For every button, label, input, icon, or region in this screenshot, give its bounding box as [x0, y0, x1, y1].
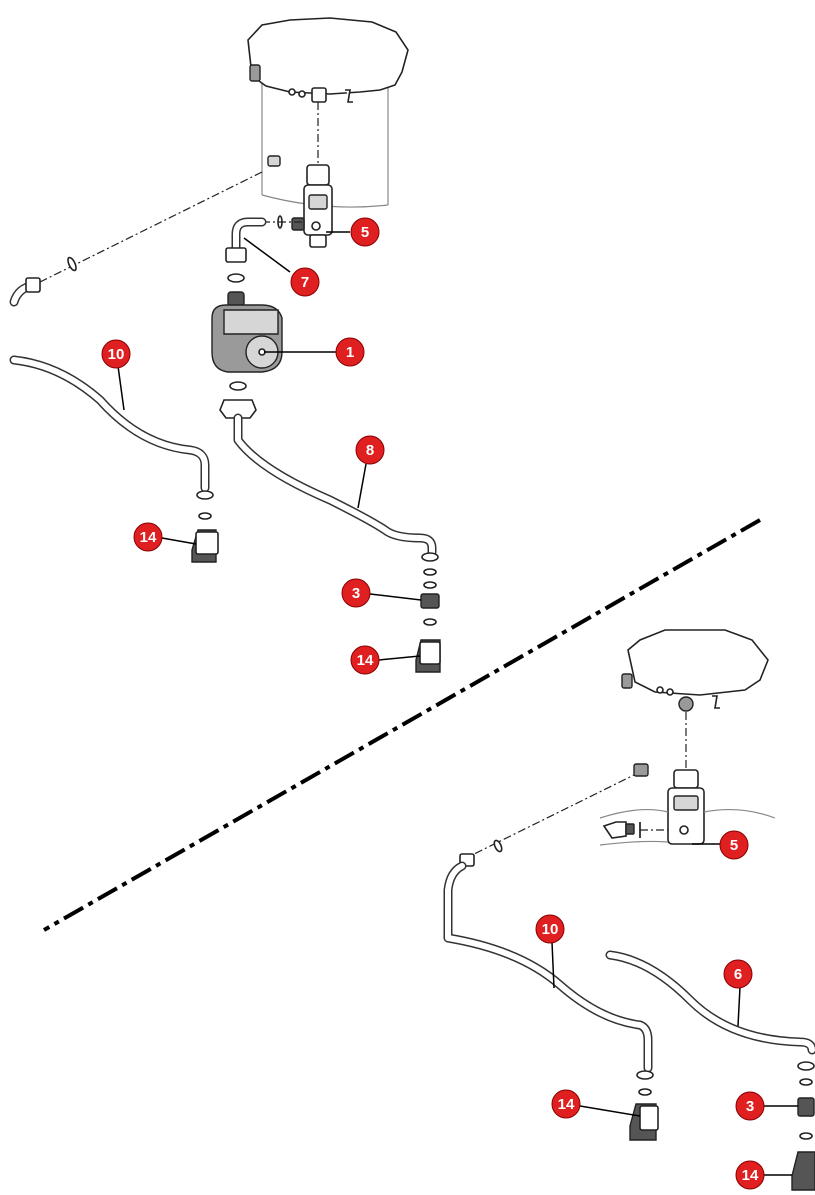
tank-lower: [621, 629, 769, 768]
callout-lower-fitting-left: 14: [551, 1089, 641, 1119]
callout-upper-fitting-right: 14: [350, 645, 421, 675]
callout-upper-fitting-left: 14: [133, 522, 197, 552]
pipe-8: [233, 413, 441, 673]
pipe-10-upper: [9, 277, 219, 563]
callout-lower-nut: 3: [735, 1091, 798, 1121]
svg-text:3: 3: [746, 1098, 754, 1115]
svg-text:14: 14: [742, 1167, 759, 1184]
pump: [211, 291, 283, 419]
callout-upper-pump: 1: [264, 337, 365, 367]
section-divider: [43, 518, 761, 932]
svg-text:10: 10: [108, 346, 125, 363]
callout-lower-valve: 5: [692, 830, 749, 860]
callout-lower-fitting-right: 14: [735, 1160, 792, 1190]
callout-upper-elbow: 7: [243, 237, 320, 297]
svg-text:8: 8: [366, 442, 374, 459]
svg-text:14: 14: [357, 652, 374, 669]
svg-text:3: 3: [352, 585, 360, 602]
lower-assembly: [443, 629, 815, 1191]
valve-lower: [599, 769, 776, 846]
tank-upper: [247, 17, 409, 208]
callout-lower-pipe-left: 10: [535, 914, 565, 989]
svg-text:14: 14: [140, 529, 157, 546]
pipe-10-lower: [443, 853, 659, 1141]
upper-assembly: [9, 17, 441, 673]
svg-text:14: 14: [558, 1096, 575, 1113]
pipe-6: [605, 950, 815, 1191]
callout-upper-pipe-right: 8: [355, 435, 385, 509]
valve-upper: [262, 102, 333, 248]
elbow-upper: [225, 217, 267, 283]
svg-text:6: 6: [734, 966, 742, 983]
svg-text:1: 1: [346, 344, 354, 361]
svg-text:5: 5: [730, 837, 738, 854]
callout-upper-nut: 3: [341, 578, 422, 608]
callout-lower-pipe-right: 6: [723, 959, 753, 1027]
svg-text:10: 10: [542, 921, 559, 938]
svg-text:5: 5: [361, 224, 369, 241]
callout-upper-pipe-left: 10: [101, 339, 131, 411]
svg-text:7: 7: [301, 274, 309, 291]
callout-upper-valve: 5: [326, 217, 380, 247]
